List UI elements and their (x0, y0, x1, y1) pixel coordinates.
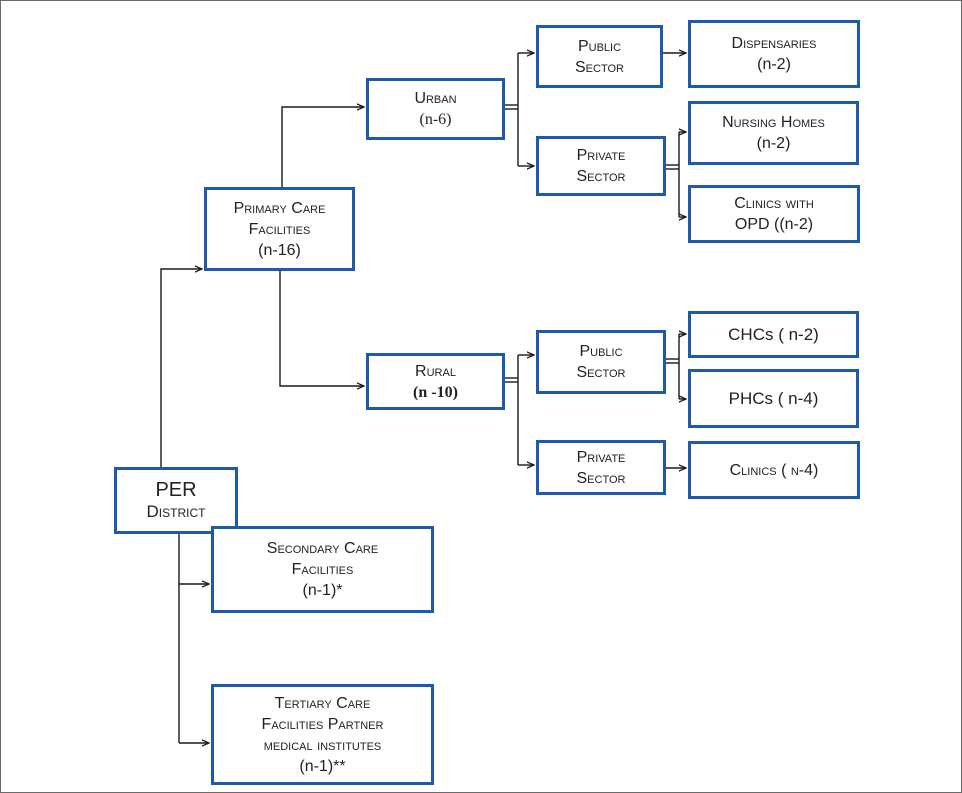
primary-care-line1: Primary Care (233, 199, 326, 217)
node-rural-private-sector: Private Sector (536, 440, 666, 495)
rural-private-line2: Sector (576, 469, 626, 487)
urban-private-line2: Sector (576, 168, 626, 185)
tertiary-care-count: (n-1)** (299, 757, 346, 775)
edge-primary-to-rural (279, 270, 364, 386)
node-clinics-with-opd: Clinics with OPD ((n-2) (688, 185, 860, 243)
primary-care-count: (n-16) (258, 241, 301, 259)
tertiary-care-line3: medical institutes (263, 736, 382, 754)
node-phcs: PHCs ( n-4) (688, 369, 859, 428)
rural-public-line2: Sector (576, 364, 626, 381)
node-per-district: PER District (114, 467, 238, 534)
rural-label: Rural (415, 362, 456, 380)
node-primary-care: Primary Care Facilities (n-16) (204, 187, 355, 271)
node-clinics: Clinics ( n-4) (688, 441, 860, 499)
dispensaries-count: (n-2) (757, 56, 791, 73)
dispensaries-label: Dispensaries (731, 35, 817, 52)
node-tertiary-care: Tertiary Care Facilities Partner medical… (211, 684, 434, 785)
nursing-homes-label: Nursing Homes (722, 114, 825, 131)
secondary-care-line1: Secondary Care (266, 540, 379, 557)
urban-public-line1: Public (577, 37, 622, 55)
node-chcs: CHCs ( n-2) (688, 311, 859, 358)
secondary-care-line2: Facilities (291, 561, 354, 578)
tertiary-care-line1: Tertiary Care (274, 694, 371, 712)
per-district-line2: District (146, 501, 206, 521)
node-urban-public-sector: Public Sector (536, 25, 663, 88)
node-urban: Urban (n-6) (366, 78, 505, 140)
per-district-line1: PER (155, 478, 197, 501)
clinics-opd-line2: OPD ((n-2) (734, 216, 814, 233)
phcs-label: PHCs ( n-4) (728, 389, 819, 408)
node-nursing-homes: Nursing Homes (n-2) (688, 101, 859, 165)
urban-count: (n-6) (419, 111, 452, 128)
urban-public-line2: Sector (575, 58, 624, 76)
edge-primary-to-urban (281, 107, 364, 187)
rural-count: (n -10) (413, 383, 458, 401)
node-rural: Rural (n -10) (366, 353, 505, 410)
chcs-label: CHCs ( n-2) (728, 325, 819, 344)
urban-label: Urban (414, 90, 457, 107)
rural-private-line1: Private (576, 448, 626, 466)
clinics-opd-line1: Clinics with (734, 195, 814, 212)
node-secondary-care: Secondary Care Facilities (n-1)* (211, 526, 434, 613)
node-urban-private-sector: Private Sector (536, 136, 666, 196)
tertiary-care-line2: Facilities Partner (261, 715, 384, 733)
primary-care-line2: Facilities (248, 220, 311, 238)
node-rural-public-sector: Public Sector (536, 330, 666, 394)
rural-public-line1: Public (579, 343, 623, 360)
urban-private-line1: Private (576, 147, 626, 164)
clinics-label: Clinics ( n-4) (729, 461, 819, 479)
node-dispensaries: Dispensaries (n-2) (688, 20, 860, 88)
secondary-care-count: (n-1)* (302, 582, 343, 599)
nursing-homes-count: (n-2) (756, 135, 791, 152)
edge-per-to-primary (160, 269, 202, 467)
